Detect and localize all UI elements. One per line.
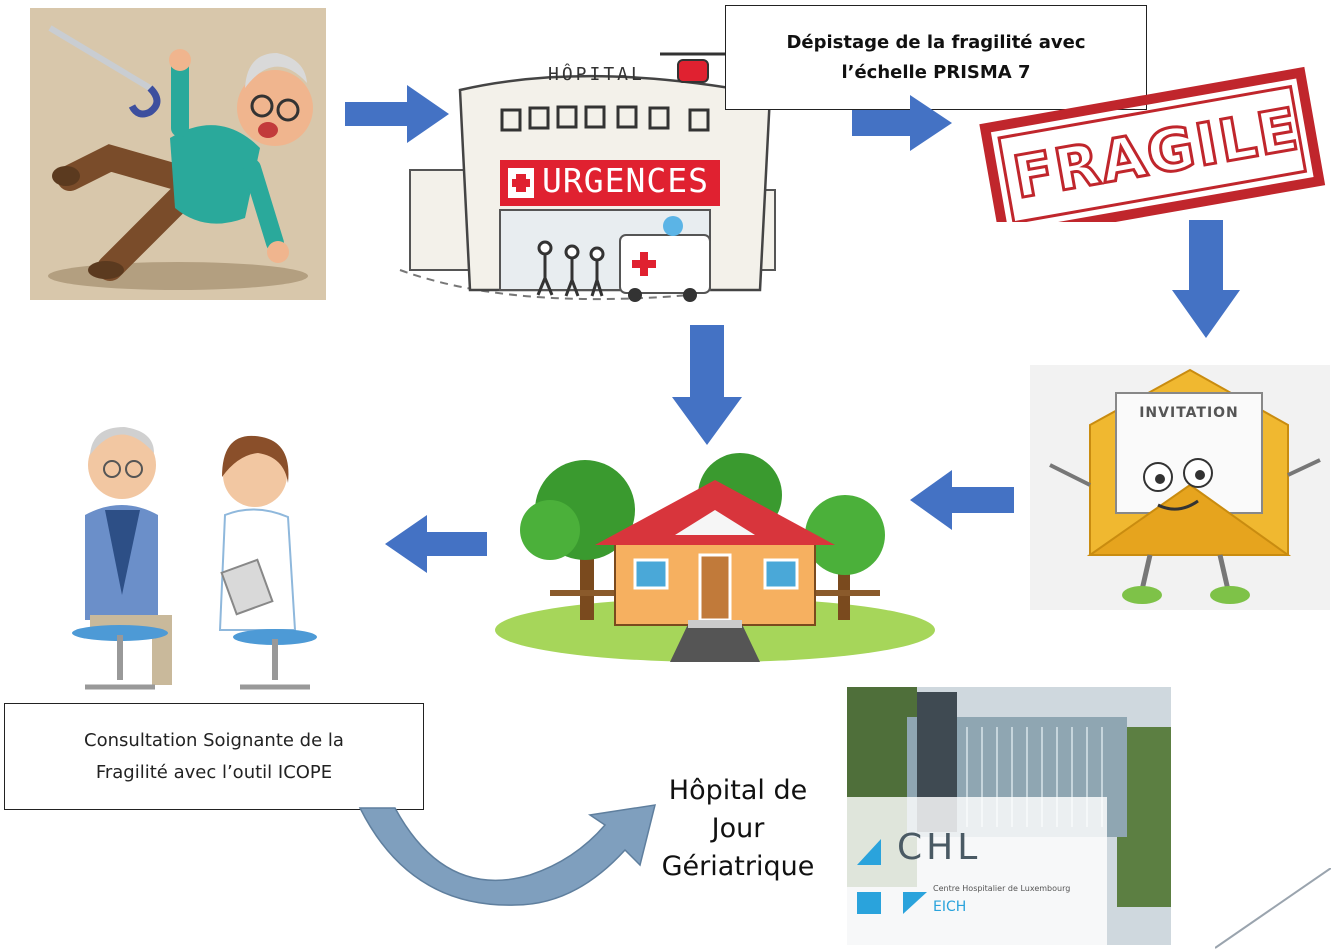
day-hospital-line-3: Gériatrique (661, 851, 815, 882)
arrow-down-2 (672, 325, 742, 445)
fragile-stamp: FRAGILE (968, 62, 1330, 222)
invitation-label: INVITATION (1139, 405, 1239, 421)
hospital-emergency-illustration: HÔPITAL URGENCES (390, 40, 780, 310)
invitation-envelope-illustration: INVITATION (1030, 365, 1330, 610)
screening-box: Dépistage de la fragilité avec l’échelle… (725, 5, 1147, 110)
chl-hospital-photo: CHL Centre Hospitalier de Luxembourg EIC… (847, 687, 1171, 945)
arrow-left-2 (385, 515, 487, 573)
arrow-right-2 (852, 95, 952, 151)
arrow-down-1 (1172, 220, 1240, 338)
consultation-line-2: Fragilité avec l’outil ICOPE (95, 761, 333, 783)
day-hospital-line-1: Hôpital de (668, 775, 808, 806)
arrow-right-1 (345, 85, 449, 143)
falling-elderly-man-illustration (30, 8, 326, 300)
chl-logo-subtitle: Centre Hospitalier de Luxembourg (933, 884, 1071, 893)
curved-arrow (355, 790, 665, 910)
day-hospital-label: Hôpital de Jour Gériatrique (640, 772, 836, 886)
arrow-left-1 (910, 470, 1014, 530)
chl-logo-name: CHL (897, 827, 982, 868)
nurse-consultation-illustration (60, 425, 340, 705)
urgences-label: URGENCES (542, 161, 709, 200)
day-hospital-line-2: Jour (711, 813, 765, 844)
chl-logo-eich: EICH (933, 899, 967, 915)
house-illustration (490, 440, 940, 665)
consultation-line-1: Consultation Soignante de la (84, 729, 344, 751)
screening-line-2: l’échelle PRISMA 7 (841, 61, 1031, 83)
corner-decoration (1215, 868, 1331, 950)
consultation-box: Consultation Soignante de la Fragilité a… (4, 703, 424, 810)
screening-line-1: Dépistage de la fragilité avec (786, 31, 1086, 53)
hospital-sign: HÔPITAL (548, 64, 645, 85)
